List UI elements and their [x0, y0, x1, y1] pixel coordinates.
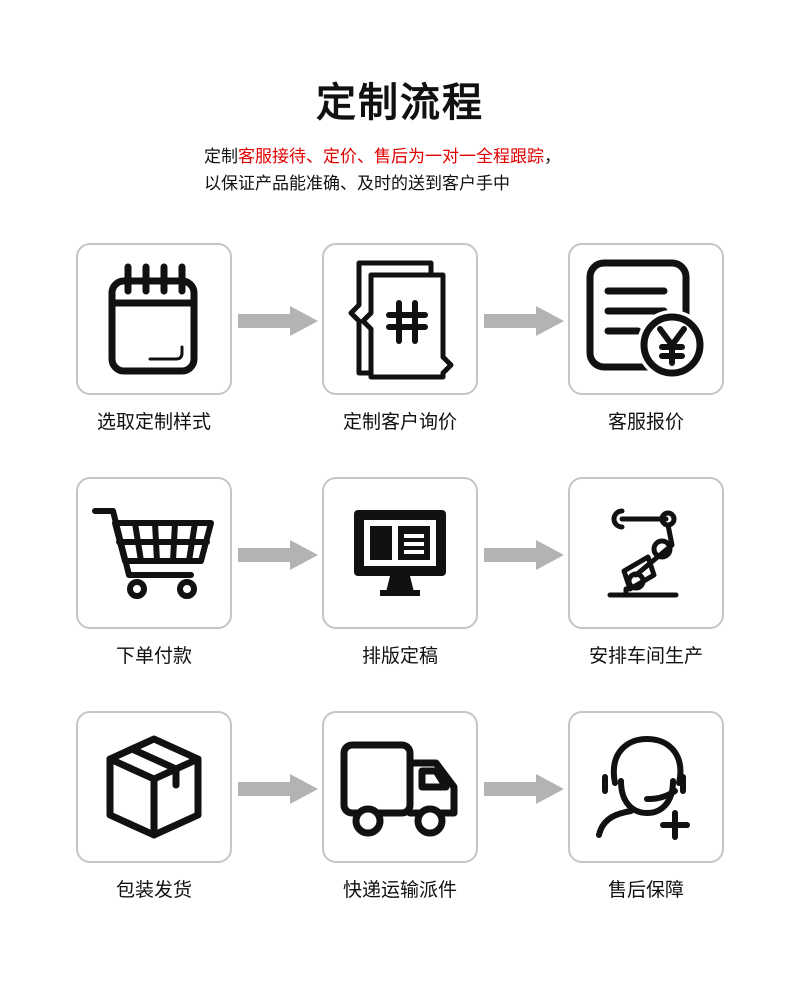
- price-document-icon: [348, 260, 454, 380]
- robot-arm-icon: [607, 508, 679, 598]
- step-label: 包装发货: [115, 879, 192, 901]
- step-service-quote: 客服报价: [568, 243, 724, 434]
- flow-arrow: [484, 540, 564, 570]
- step-label: 快递运输派件: [342, 879, 457, 901]
- step-card: [568, 711, 724, 863]
- intro-highlight: 客服接待、定价、售后为一对一全程跟踪: [238, 147, 544, 167]
- step-card: [76, 711, 232, 863]
- step-card: [568, 477, 724, 629]
- step-customer-inquiry: 定制客户询价: [322, 243, 478, 434]
- intro-text: 定制客服接待、定价、售后为一对一全程跟踪， 以保证产品能准确、及时的送到客户手中: [204, 144, 624, 198]
- step-packing-shipping: 包装发货: [76, 711, 232, 902]
- step-card: [322, 711, 478, 863]
- step-card: [322, 243, 478, 395]
- step-label: 选取定制样式: [96, 411, 211, 433]
- page-title: 定制流程: [316, 80, 484, 126]
- step-label: 安排车间生产: [588, 645, 703, 667]
- step-label: 下单付款: [115, 645, 192, 667]
- package-box-icon: [106, 735, 202, 839]
- step-layout-finalize: 排版定稿: [322, 477, 478, 668]
- step-card: [76, 477, 232, 629]
- flow-arrow: [484, 774, 564, 804]
- step-label: 客服报价: [607, 411, 684, 433]
- step-card: [568, 243, 724, 395]
- delivery-truck-icon: [340, 741, 458, 837]
- flow-arrow: [484, 306, 564, 336]
- step-label: 定制客户询价: [342, 411, 457, 433]
- step-select-style: 选取定制样式: [76, 243, 232, 434]
- flow-arrow: [238, 540, 318, 570]
- flow-arrow: [238, 774, 318, 804]
- customer-service-icon: [596, 736, 690, 840]
- intro-line-1: 定制客服接待、定价、售后为一对一全程跟踪，: [204, 144, 624, 171]
- intro-suffix: ，: [544, 147, 561, 167]
- step-after-sales: 售后保障: [568, 711, 724, 902]
- step-label: 售后保障: [607, 879, 684, 901]
- step-card: [322, 477, 478, 629]
- intro-line-2: 以保证产品能准确、及时的送到客户手中: [204, 174, 510, 194]
- step-workshop-production: 安排车间生产: [568, 477, 724, 668]
- shopping-cart-icon: [92, 508, 214, 599]
- intro-prefix: 定制: [204, 147, 238, 167]
- step-card: [76, 243, 232, 395]
- notepad-icon: [108, 263, 198, 375]
- step-order-payment: 下单付款: [76, 477, 232, 668]
- flow-arrow: [238, 306, 318, 336]
- invoice-yen-icon: [586, 259, 707, 380]
- step-label: 排版定稿: [361, 645, 438, 667]
- monitor-layout-icon: [354, 510, 446, 596]
- step-express-delivery: 快递运输派件: [322, 711, 478, 902]
